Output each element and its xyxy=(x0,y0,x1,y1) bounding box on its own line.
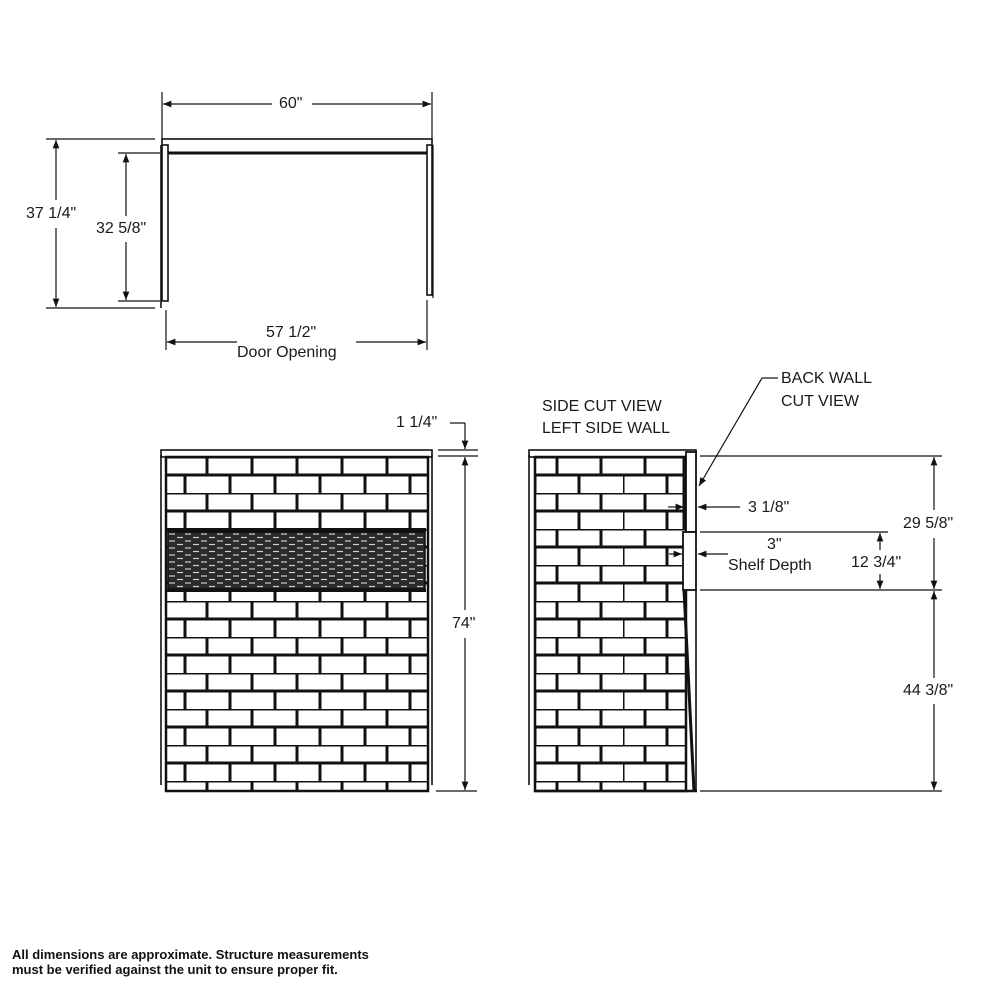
back-wall-callout-line2: CUT VIEW xyxy=(781,393,859,410)
side-view-title-line2: LEFT SIDE WALL xyxy=(542,420,671,437)
footnote-line2: must be verified against the unit to ens… xyxy=(12,962,338,977)
dimension-shelf-depth-value: 3" xyxy=(767,536,782,553)
back-wall-callout-line1: BACK WALL xyxy=(781,370,872,387)
dimension-top-trim: 1 1/4" xyxy=(396,414,438,431)
dimension-door-opening-width: 57 1/2" xyxy=(266,324,317,342)
footnote-line1: All dimensions are approximate. Structur… xyxy=(12,947,369,962)
dimension-shelf-height: 12 3/4" xyxy=(851,554,902,572)
dimension-overall-width: 60" xyxy=(279,95,303,113)
dimension-lower-height: 44 3/8" xyxy=(903,682,954,700)
front-view xyxy=(160,422,478,793)
top-view xyxy=(46,92,434,350)
shelf-depth-label: Shelf Depth xyxy=(728,557,812,574)
side-view-title-line1: SIDE CUT VIEW xyxy=(542,398,662,415)
dimension-upper-height: 29 5/8" xyxy=(903,515,954,533)
dimension-inner-depth: 32 5/8" xyxy=(96,220,147,238)
dimension-overall-depth: 37 1/4" xyxy=(26,205,77,223)
door-opening-label: Door Opening xyxy=(237,344,337,361)
dimension-wall-thickness: 3 1/8" xyxy=(748,499,790,516)
dimension-height: 74" xyxy=(452,615,476,633)
footnote: All dimensions are approximate. Structur… xyxy=(12,947,369,977)
side-view xyxy=(528,377,942,793)
